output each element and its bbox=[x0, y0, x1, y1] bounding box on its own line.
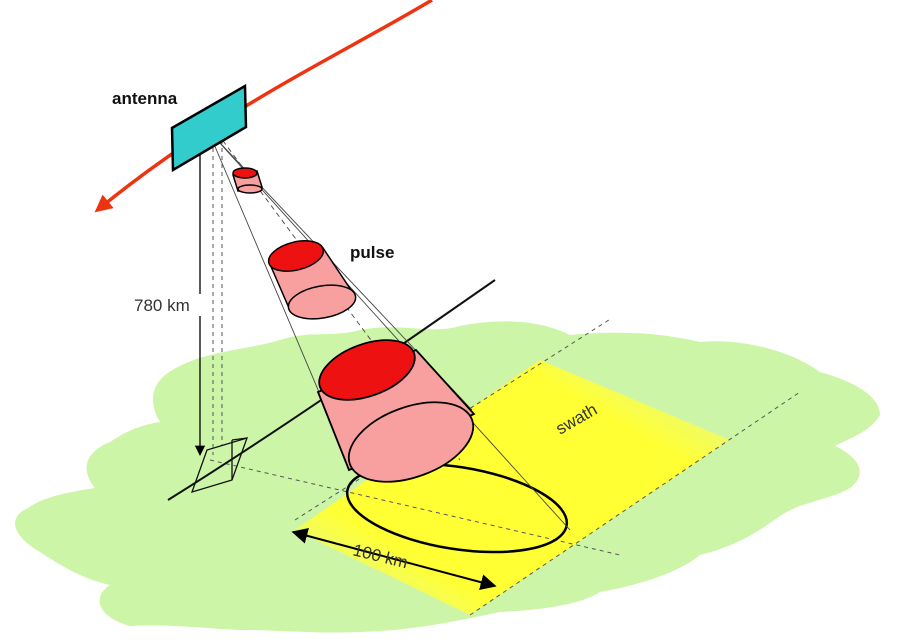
nadir-box bbox=[190, 437, 249, 493]
antenna-icon bbox=[170, 83, 248, 173]
altitude-label-bg bbox=[132, 294, 208, 316]
altitude-label: 780 km bbox=[134, 296, 190, 315]
swath-width-arrow bbox=[291, 527, 497, 591]
pulse-3 bbox=[316, 339, 476, 483]
ground-track-line bbox=[209, 459, 621, 556]
pulse-1 bbox=[232, 167, 263, 194]
pulse-label: pulse bbox=[350, 243, 394, 262]
swath-edge-line bbox=[469, 391, 801, 616]
pulse-2 bbox=[267, 240, 357, 320]
orbit-path bbox=[94, 0, 433, 213]
antenna-label: antenna bbox=[112, 89, 178, 108]
